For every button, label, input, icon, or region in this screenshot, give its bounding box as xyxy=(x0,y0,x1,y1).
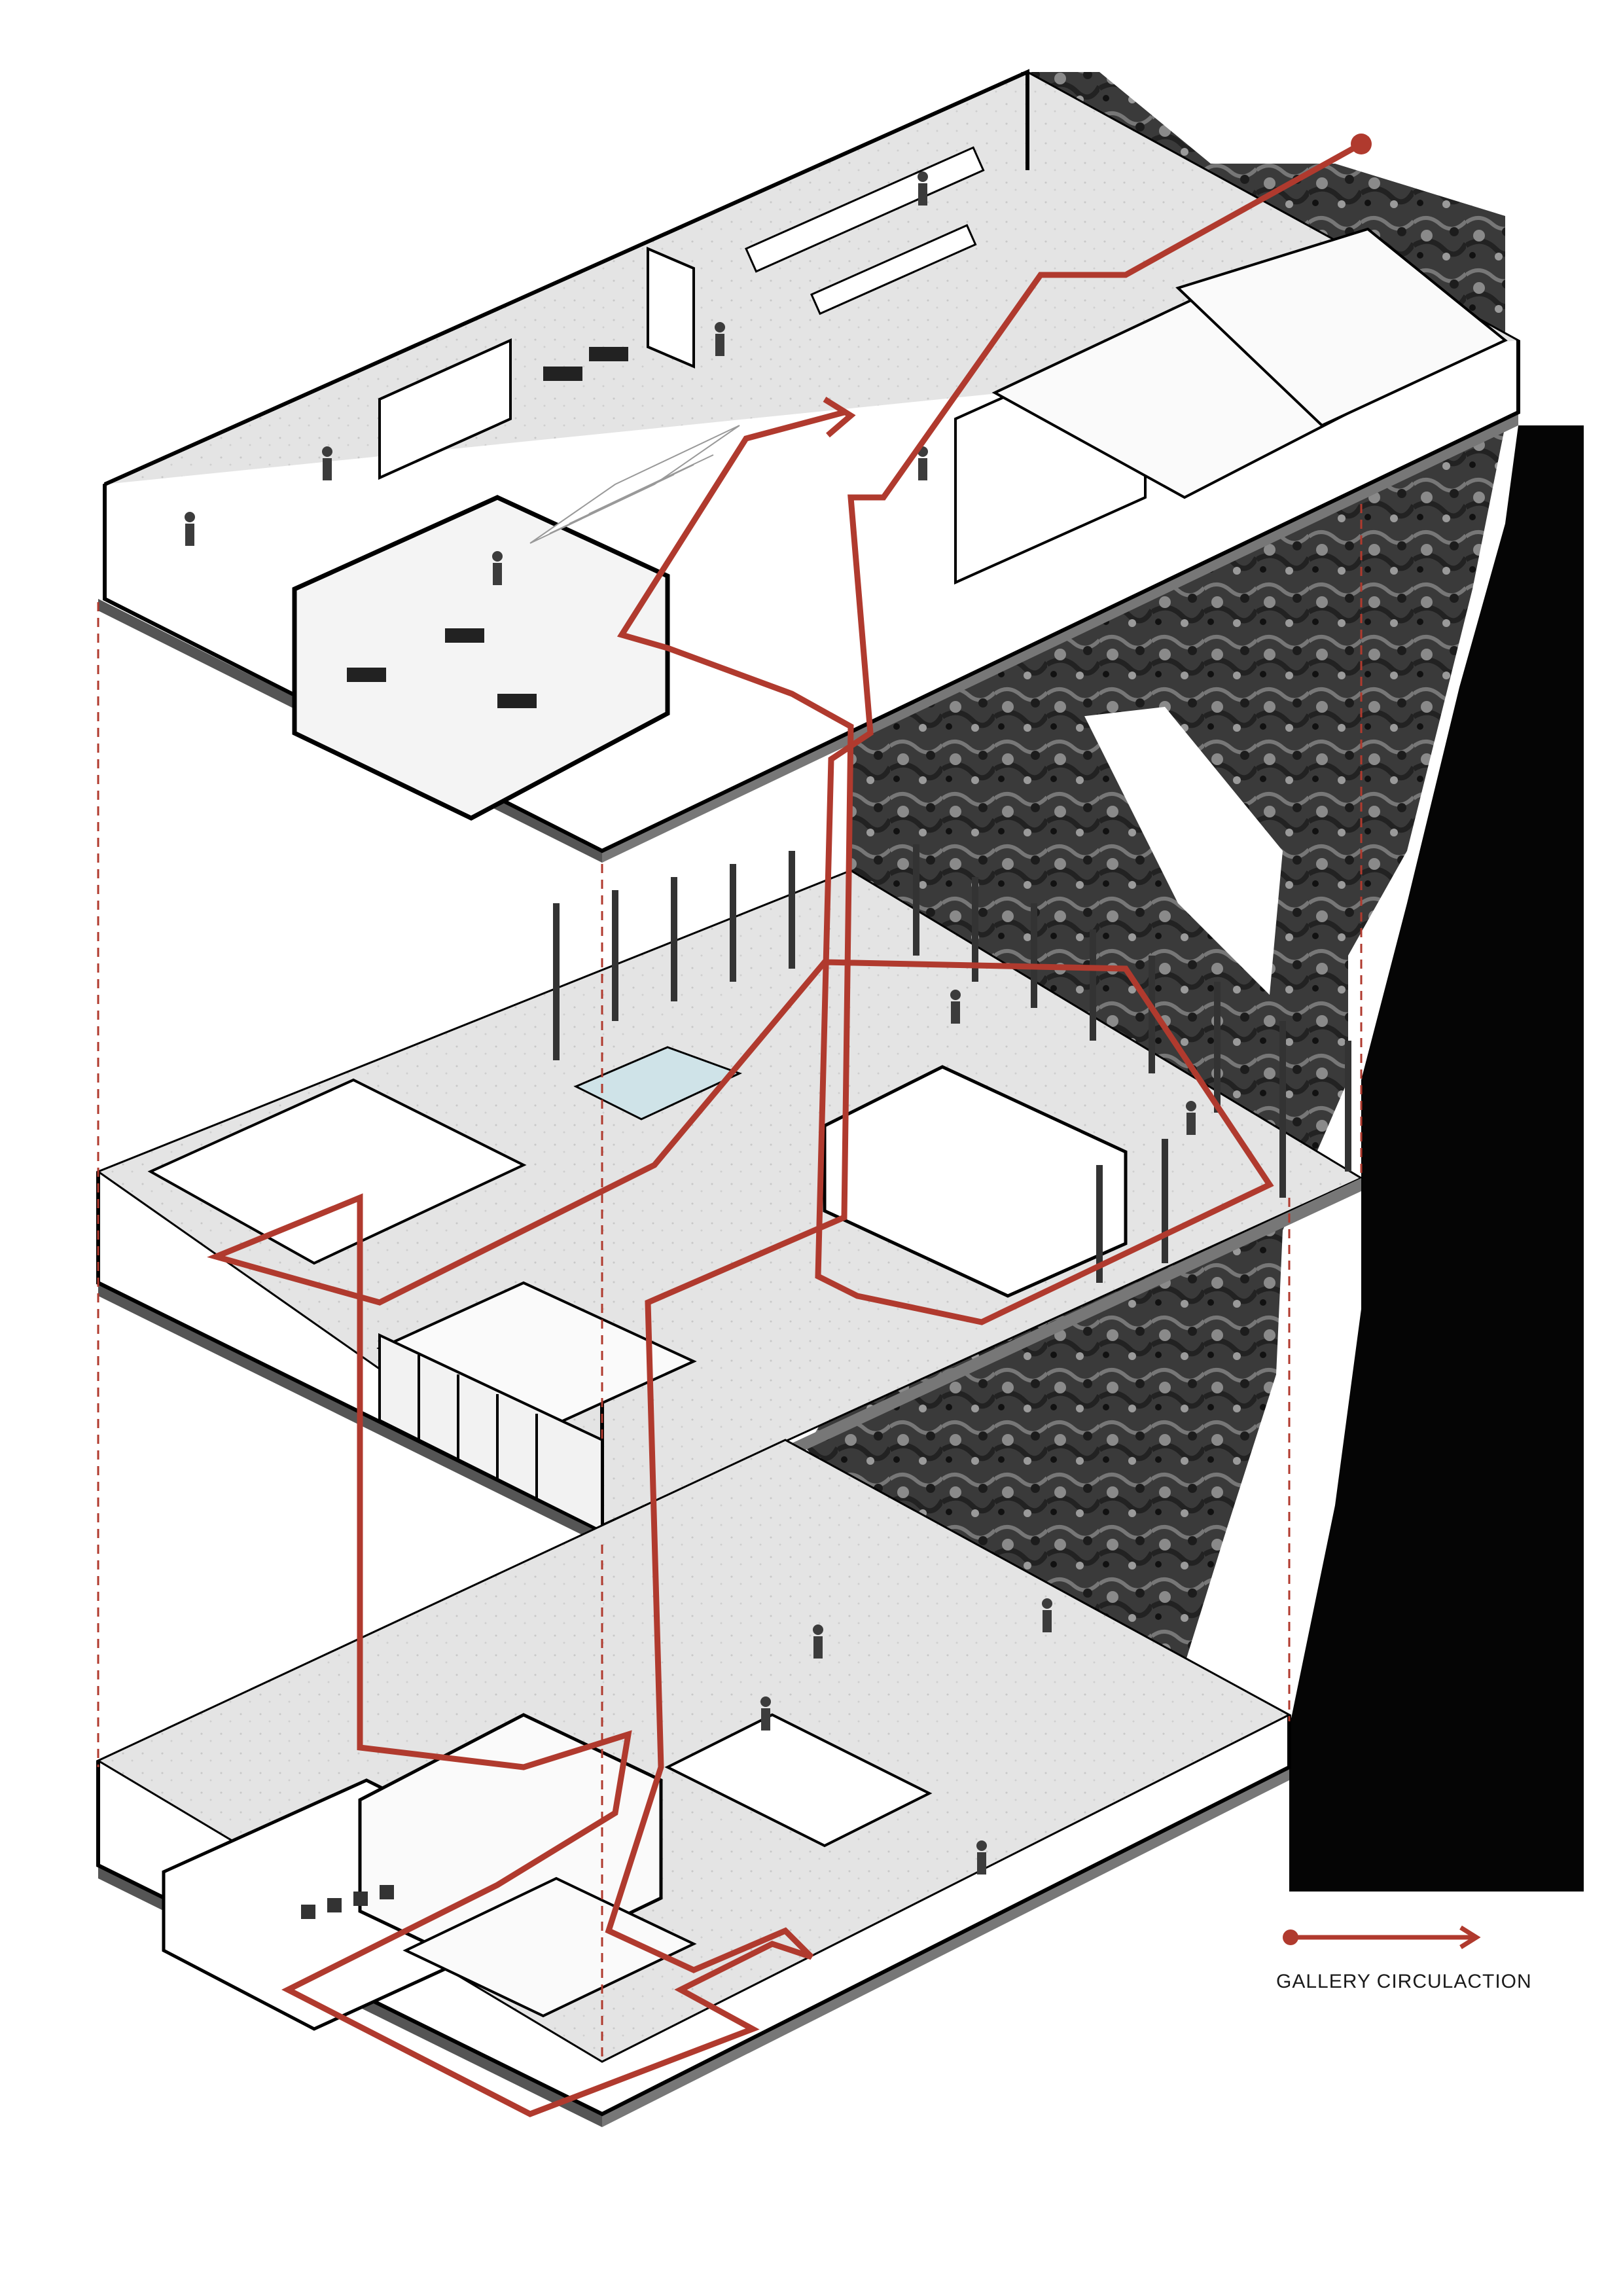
bottom-seating xyxy=(301,1885,394,1919)
arrow-icon xyxy=(1283,1926,1481,1949)
top-service-block xyxy=(647,246,695,369)
alignment-guides xyxy=(97,504,1363,2062)
person-figure-icon xyxy=(813,1624,823,1659)
person-figure-icon xyxy=(918,171,928,206)
legend: GALLERY CIRCULACTION xyxy=(1276,1921,1577,2000)
middle-room-west xyxy=(147,1078,527,1265)
person-figure-icon xyxy=(976,1840,987,1874)
middle-columns xyxy=(553,844,1351,1283)
person-figure-icon xyxy=(492,551,503,585)
person-figure-icon xyxy=(715,322,725,356)
middle-floor-edge-left xyxy=(98,1283,602,1545)
person-figure-icon xyxy=(950,990,961,1024)
bottom-room-south xyxy=(402,1876,697,2018)
cliff-shadow xyxy=(1289,425,1584,1892)
circulation-start-dot xyxy=(1351,134,1372,154)
person-figure-icon xyxy=(322,446,332,480)
person-figure-icon xyxy=(1042,1598,1052,1632)
top-floor-rear-wall xyxy=(103,69,1029,486)
top-partition-wall xyxy=(378,338,512,480)
bottom-floor-walls xyxy=(96,1715,1291,2117)
person-figure-icon xyxy=(760,1696,771,1731)
top-cafe-counter xyxy=(810,224,977,315)
bottom-floor-edge-right xyxy=(602,1767,1289,2127)
bottom-floor-level xyxy=(96,1439,1292,2127)
middle-gallery-room xyxy=(823,1065,1128,1298)
middle-pool-west xyxy=(573,1046,742,1121)
people-figures xyxy=(185,171,1196,1874)
gallery-circulation-path xyxy=(207,134,1372,2117)
bottom-room-east xyxy=(664,1713,933,1848)
circulation-arrowhead-top xyxy=(823,397,856,438)
person-figure-icon xyxy=(1186,1101,1196,1135)
top-floor-level xyxy=(98,69,1521,863)
top-rooms-cluster-east xyxy=(1175,227,1508,427)
top-cafe-tables xyxy=(347,347,628,708)
person-figure-icon xyxy=(185,512,195,546)
legend-label: GALLERY CIRCULACTION xyxy=(1276,1971,1532,1992)
top-grand-stair xyxy=(529,425,740,544)
top-floor-edge-right xyxy=(602,412,1518,863)
top-glass-room xyxy=(292,495,670,821)
